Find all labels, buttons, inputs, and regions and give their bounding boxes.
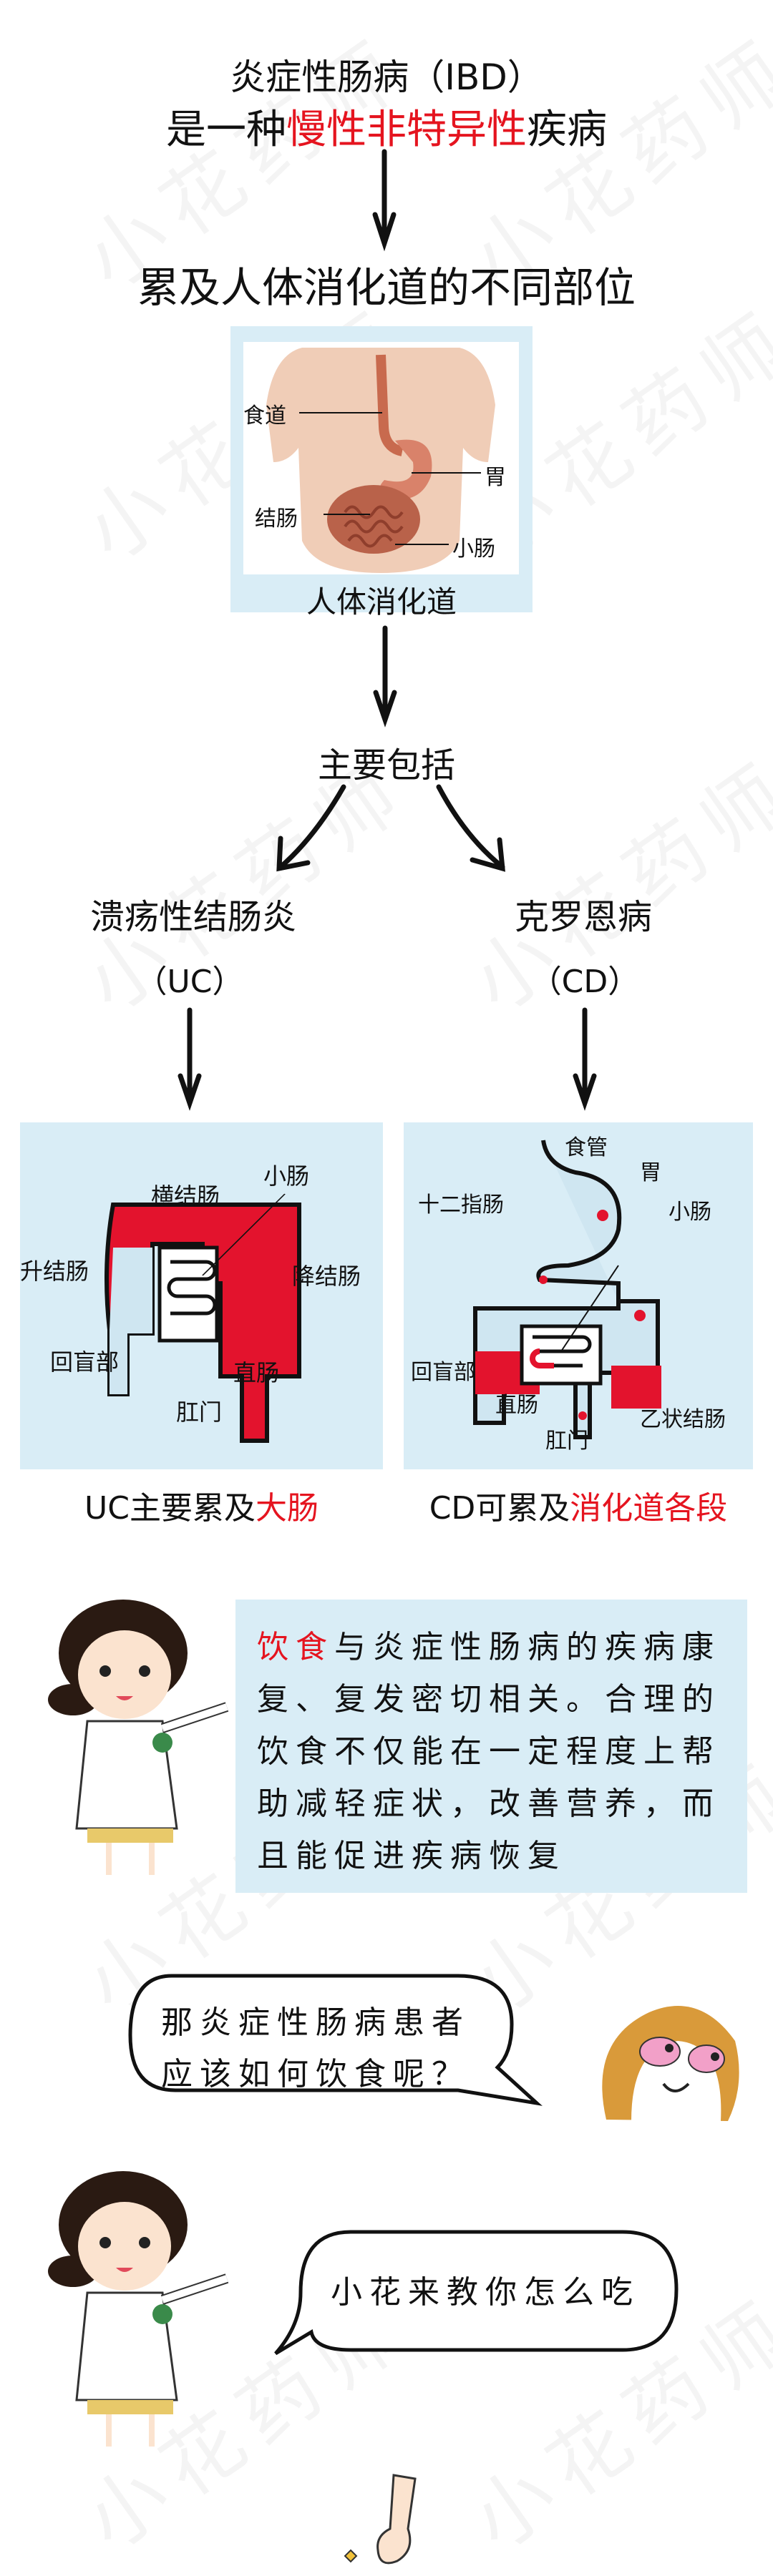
cd-label-rectum: 直肠 (495, 1393, 538, 1418)
question-line: 那炎症性肠病患者 (161, 2004, 470, 2041)
uc-label-ileocecal: 回盲部 (50, 1348, 120, 1376)
cd-label-ileocecal: 回盲部 (411, 1360, 475, 1385)
cd-abbr: （CD） (530, 964, 640, 1000)
uc-caption: UC主要累及大肠 (20, 1482, 383, 1528)
intro-title: 炎症性肠病（IBD） (230, 57, 543, 98)
label-small-intestine: 小肠 (452, 537, 495, 562)
cd-label-anus: 肛门 (545, 1429, 588, 1454)
uc-caption-prefix: UC主要累及 (84, 1490, 256, 1527)
anatomy-caption: 人体消化道 (306, 584, 457, 619)
cd-caption-highlight: 消化道各段 (570, 1490, 728, 1527)
question-text: 那炎症性肠病患者 应该如何饮食呢？ (161, 1997, 470, 2100)
uc-label-ascending-colon: 升结肠 (20, 1258, 89, 1285)
pharmacist-avatar (48, 1600, 229, 1875)
arrow-down-right-icon (436, 784, 505, 872)
speech-bubble (128, 1974, 543, 2106)
uc-label-rectum: 直肠 (233, 1359, 280, 1386)
uc-label-anus: 肛门 (176, 1399, 223, 1426)
arrow-down-icon (372, 149, 397, 252)
uc-label-descending-colon: 降结肠 (292, 1263, 361, 1290)
curious-girl-face (602, 2006, 739, 2121)
cd-caption: CD可累及消化道各段 (404, 1482, 753, 1528)
cd-label-small-intestine: 小肠 (669, 1200, 711, 1225)
answer-text: 小花来教你怎么吃 (331, 2274, 640, 2311)
cd-label-stomach: 胃 (640, 1160, 661, 1185)
label-stomach: 胃 (485, 465, 506, 490)
arrow-down-icon (178, 1007, 202, 1111)
uc-caption-highlight: 大肠 (255, 1490, 319, 1527)
uc-diagram-panel: 小肠 横结肠 升结肠 降结肠 回盲部 直肠 肛门 (20, 1122, 383, 1469)
pharmacist-avatar (48, 2171, 229, 2447)
arrow-down-icon (573, 1007, 597, 1111)
cd-label-sigmoid-colon: 乙状结肠 (640, 1407, 726, 1432)
cd-label-duodenum: 十二指肠 (418, 1192, 504, 1218)
uc-label-small-intestine: 小肠 (263, 1162, 310, 1190)
diet-line: 复、复发密切相关。合理的 (257, 1681, 721, 1718)
diet-info-text: 饮食与炎症性肠病的疾病康 复、复发密切相关。合理的 饮食不仅能在一定程度上帮 助… (257, 1621, 721, 1882)
diet-highlight: 饮食 (257, 1629, 334, 1665)
subtitle-suffix: 疾病 (527, 107, 607, 153)
subtitle-highlight: 慢性非特异性 (286, 107, 527, 153)
question-line: 应该如何饮食呢？ (161, 2056, 470, 2092)
cd-name: 克罗恩病 (514, 897, 652, 937)
cd-label-esophagus: 食管 (565, 1135, 608, 1160)
diet-info-box: 饮食与炎症性肠病的疾病康 复、复发密切相关。合理的 饮食不仅能在一定程度上帮 助… (235, 1600, 747, 1893)
includes-heading: 主要包括 (317, 745, 455, 785)
diet-line: 饮食不仅能在一定程度上帮 (257, 1733, 721, 1770)
label-esophagus: 食道 (243, 403, 286, 428)
cd-digestive-illustration (473, 1140, 661, 1439)
label-colon: 结肠 (255, 506, 298, 532)
subtitle-prefix: 是一种 (166, 107, 286, 153)
intro-subtitle: 是一种慢性非特异性疾病 (0, 97, 773, 155)
speech-bubble (274, 2230, 679, 2356)
uc-colon-illustration (104, 1193, 301, 1443)
uc-label-transverse-colon: 横结肠 (151, 1182, 220, 1210)
uc-abbr: （UC） (135, 964, 244, 1000)
diet-line: 且能促进疾病恢复 (257, 1838, 566, 1874)
flow-arrows (178, 149, 597, 1111)
step-affects-digestive-tract: 累及人体消化道的不同部位 (137, 263, 636, 312)
pointing-hand-icon (344, 2474, 417, 2565)
anatomy-panel: 食道 胃 结肠 小肠 人体消化道 (230, 326, 533, 619)
uc-name: 溃疡性结肠炎 (89, 897, 296, 937)
diet-line: 饮食与炎症性肠病的疾病康 (257, 1629, 721, 1665)
arrow-down-icon (373, 625, 397, 728)
arrow-down-left-icon (276, 784, 346, 872)
cd-diagram-panel: 食管 胃 十二指肠 小肠 回盲部 直肠 乙状结肠 肛门 (404, 1122, 753, 1469)
human-digestive-illustration (243, 342, 519, 574)
cd-caption-prefix: CD可累及 (429, 1490, 570, 1527)
diet-line: 助减轻症状，改善营养，而 (257, 1786, 721, 1822)
